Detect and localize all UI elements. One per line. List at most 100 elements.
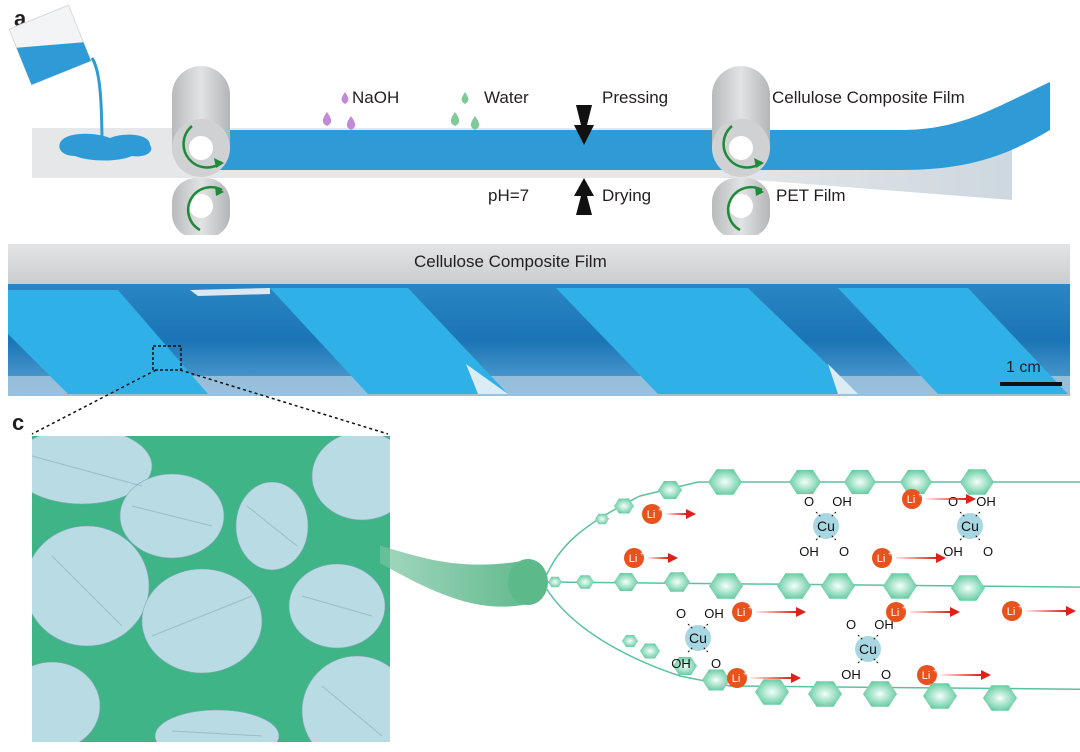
cu-label: Cu xyxy=(961,518,979,534)
glucose-ring-hexagon xyxy=(614,573,638,591)
coordination-bond xyxy=(815,534,822,541)
coordination-bond xyxy=(857,657,864,664)
li-ion xyxy=(732,602,752,622)
li-charge: + xyxy=(902,605,906,612)
o-label: O xyxy=(948,494,958,509)
rotation-arrow-icon xyxy=(186,185,223,232)
li-ion xyxy=(902,489,922,509)
coordination-bond xyxy=(687,646,694,653)
glucose-ring-hexagon xyxy=(622,635,638,647)
arrowhead-icon xyxy=(796,607,806,617)
glucose-ring-hexagon xyxy=(863,681,897,707)
glucose-ring-hexagon xyxy=(789,469,821,495)
naoh-drops-icon xyxy=(322,92,356,130)
li-migration-arrow xyxy=(756,611,796,613)
panel-c-letter: c xyxy=(12,410,25,435)
glucose-ring-hexagon xyxy=(821,573,855,599)
o-label: O xyxy=(846,617,856,632)
glucose-ring-hexagon xyxy=(844,469,876,495)
o-label: O xyxy=(804,494,814,509)
scale-bar-label: 1 cm xyxy=(1006,359,1041,376)
composite-film-label: Cellulose Composite Film xyxy=(772,88,965,107)
naoh-label: NaOH xyxy=(352,88,400,107)
li-migration-arrow xyxy=(666,513,686,515)
coordination-bond xyxy=(702,646,709,653)
coordination-bond xyxy=(974,534,981,541)
panel-b-photo xyxy=(8,244,1070,396)
rotation-arrow-icon xyxy=(182,125,223,169)
ph-label: pH=7 xyxy=(488,186,530,205)
glucose-ring-hexagon xyxy=(960,469,994,495)
cu-ion xyxy=(813,513,839,539)
roller-right-bottom xyxy=(712,178,770,235)
coordination-bond xyxy=(830,534,837,541)
glucose-ring-hexagon xyxy=(702,669,730,691)
helical-film xyxy=(8,288,1068,394)
glucose-ring-hexagon xyxy=(983,685,1017,711)
water-drops-icon xyxy=(450,92,480,130)
coordination-bond xyxy=(959,511,966,518)
glucose-ring-hexagon xyxy=(614,498,634,514)
rotation-arrow-icon xyxy=(726,185,763,232)
li-charge: + xyxy=(658,507,662,514)
panel-c-fiber-render xyxy=(32,436,390,742)
glucose-ring-hexagon xyxy=(708,469,742,495)
background xyxy=(8,244,1070,288)
cu-label: Cu xyxy=(817,518,835,534)
li-label: Li xyxy=(629,553,638,565)
cu-ion xyxy=(957,513,983,539)
arrowhead-icon xyxy=(1066,606,1076,616)
arrowhead-icon xyxy=(791,673,801,683)
li-label: Li xyxy=(907,494,916,506)
o-label: O xyxy=(983,544,993,559)
slurry-puddle xyxy=(59,133,152,161)
li-migration-arrow xyxy=(941,674,981,676)
coordination-bond xyxy=(830,511,837,518)
arrowhead-icon xyxy=(668,553,678,563)
oh-label: OH xyxy=(841,667,861,682)
glucose-ring-hexagon xyxy=(673,657,697,675)
roller-left-top xyxy=(172,66,230,177)
li-ion xyxy=(917,665,937,685)
glucose-ring-hexagon xyxy=(709,573,743,599)
oh-label: OH xyxy=(671,656,691,671)
coordination-bond xyxy=(872,634,879,641)
li-charge: + xyxy=(743,671,747,678)
coordination-bond xyxy=(815,511,822,518)
glucose-ring-hexagon xyxy=(595,513,609,525)
roller-left-bottom xyxy=(172,178,230,235)
li-ion xyxy=(886,602,906,622)
o-label: O xyxy=(711,656,721,671)
li-ion xyxy=(872,548,892,568)
glucose-ring-hexagon xyxy=(900,469,932,495)
glucose-ring-hexagon xyxy=(777,573,811,599)
li-label: Li xyxy=(737,607,746,619)
li-ion xyxy=(1002,601,1022,621)
oh-label: OH xyxy=(799,544,819,559)
li-charge: + xyxy=(1018,604,1022,611)
glucose-ring-hexagon xyxy=(808,681,842,707)
pressing-label: Pressing xyxy=(602,88,669,107)
li-charge: + xyxy=(933,668,937,675)
li-migration-arrow xyxy=(648,557,668,559)
li-label: Li xyxy=(1007,606,1016,618)
arrowhead-icon xyxy=(936,553,946,563)
li-label: Li xyxy=(877,553,886,565)
panel-b-title: Cellulose Composite Film xyxy=(414,252,607,271)
li-migration-arrow xyxy=(1026,610,1066,612)
glucose-ring-hexagon xyxy=(548,576,562,588)
li-migration-arrow xyxy=(926,498,966,500)
scale-bar xyxy=(1000,382,1062,386)
o-label: O xyxy=(839,544,849,559)
roller-right-top xyxy=(712,66,770,177)
li-label: Li xyxy=(732,673,741,685)
li-migration-arrow xyxy=(751,677,791,679)
drying-arrow-icon xyxy=(574,178,594,215)
pressing-arrow-icon xyxy=(574,105,594,145)
li-ion xyxy=(642,504,662,524)
film-strip xyxy=(205,130,735,170)
oh-label: OH xyxy=(874,617,894,632)
rotation-arrow-icon xyxy=(722,125,763,169)
coordination-bond xyxy=(974,511,981,518)
